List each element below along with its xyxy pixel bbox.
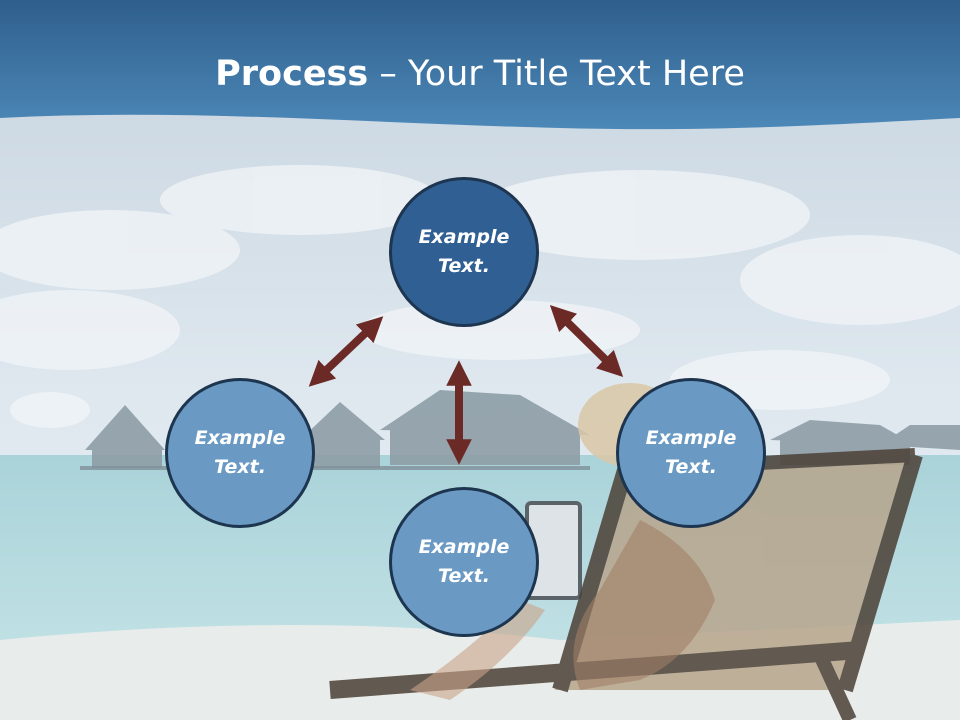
node-left-line1: Example: [194, 427, 286, 449]
node-top-line2: Text.: [438, 255, 490, 277]
process-node-right: Example Text.: [616, 378, 766, 528]
arrow-top-left: [308, 316, 384, 387]
node-bottom-line1: Example: [418, 536, 510, 558]
process-node-bottom: Example Text.: [389, 487, 539, 637]
slide-title: Process – Your Title Text Here: [0, 52, 960, 96]
node-bottom-line2: Text.: [438, 565, 490, 587]
arrow-top-right: [549, 305, 624, 377]
process-node-top: Example Text.: [389, 177, 539, 327]
node-right-line1: Example: [645, 427, 737, 449]
node-right-line2: Text.: [665, 456, 717, 478]
process-node-left: Example Text.: [165, 378, 315, 528]
title-rest: – Your Title Text Here: [368, 54, 745, 94]
node-left-line2: Text.: [214, 456, 266, 478]
title-bold: Process: [215, 54, 369, 94]
node-top-line1: Example: [418, 226, 510, 248]
